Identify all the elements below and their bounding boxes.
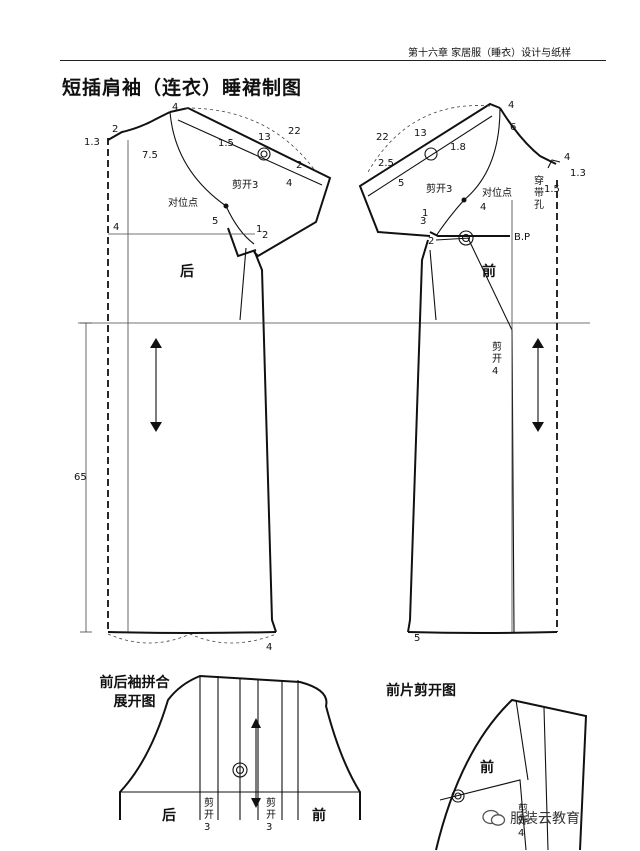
dim-2-front: 2 (428, 236, 434, 247)
sleeve-front-label: 前 (312, 807, 326, 824)
sleeve-grain-arrows (251, 718, 261, 808)
dim-4c: 4 (113, 222, 119, 233)
back-grain-arrows (150, 338, 162, 432)
back-hem (107, 631, 277, 634)
dim-3: 3 (420, 216, 426, 227)
bp-label: B.P (514, 232, 530, 243)
back-hem-scallop (107, 633, 277, 644)
watermark-text: 服装云教育 (510, 811, 580, 827)
sleeve-expansion-title: 前后袖拼合 展开图 (67, 674, 202, 712)
dim-2c: 2 (262, 230, 268, 241)
header-rule (60, 60, 606, 61)
front-slash-bp (451, 789, 465, 803)
dim-1: 1 (256, 224, 262, 235)
dim-13-front: 13 (414, 128, 427, 139)
front-notch-dot (461, 197, 467, 203)
dim-4: 4 (172, 102, 178, 113)
front-dart (429, 231, 510, 237)
front-neckline (499, 107, 557, 165)
front-sleeve-arc (367, 105, 491, 173)
front-slash-outline (435, 698, 588, 851)
dim-4-front-c: 4 (480, 202, 486, 213)
dim-2: 2 (112, 124, 118, 135)
back-notch-dot (223, 203, 229, 209)
dim-1-5-front: 1.5 (544, 184, 560, 195)
page-title: 短插肩袖（连衣）睡裙制图 (62, 77, 303, 99)
chapter-header: 第十六章 家居服（睡衣）设计与纸样 (408, 48, 572, 59)
dim-5-front: 5 (398, 178, 404, 189)
dim-4b: 4 (286, 178, 292, 189)
front-sleeve-outline (358, 102, 501, 237)
dim-4-front-b: 4 (564, 152, 570, 163)
front-hem-dim: 5 (414, 633, 420, 644)
belt-hole-label: 穿带孔 (534, 174, 544, 211)
watermark: 服装云教育 (482, 808, 580, 828)
back-side-seam (253, 249, 277, 633)
front-dart-line (435, 237, 471, 241)
dim-2-5: 2.5 (378, 158, 394, 169)
front-slash-line-2 (515, 699, 529, 781)
dim-22: 22 (288, 126, 301, 137)
dim-1-5: 1.5 (218, 138, 234, 149)
front-slash-dart (439, 779, 527, 851)
sleeve-back-label: 后 (162, 807, 176, 824)
dim-7-5: 7.5 (142, 150, 158, 161)
front-side-guide (429, 249, 437, 321)
front-armhole (435, 107, 501, 237)
front-sleeve-inner (367, 115, 493, 197)
sleeve-button-mark-inner (235, 765, 245, 775)
dim-1-3: 1.3 (84, 137, 100, 148)
back-notch-label: 对位点 (168, 196, 198, 209)
front-slash-line (467, 237, 515, 633)
front-side-seam (407, 239, 429, 633)
dim-6: 6 (510, 122, 516, 133)
front-slash-front-label: 前 (480, 759, 494, 776)
back-hem-dim: 4 (266, 642, 272, 653)
back-button-mark (257, 147, 271, 161)
sleeve-expansion-title-line2: 展开图 (113, 694, 156, 710)
sleeve-button-mark (232, 762, 248, 778)
wechat-icon (482, 809, 506, 826)
back-cut3-label: 剪开3 (232, 178, 258, 191)
dim-1-3-front: 1.3 (570, 168, 586, 179)
dim-2b: 2 (296, 160, 302, 171)
length-dim-label: 65 (74, 472, 87, 483)
back-label: 后 (180, 263, 194, 280)
front-bp-circle (458, 230, 474, 246)
back-sleeve-inner (177, 119, 323, 186)
dim-1-8: 1.8 (450, 142, 466, 153)
dim-13: 13 (258, 132, 271, 143)
dim-4-front: 4 (508, 100, 514, 111)
front-bp-circle-inner (461, 233, 471, 243)
back-button-mark-inner (260, 150, 268, 158)
belt-hole-mark (547, 159, 561, 169)
front-grain-arrows (532, 338, 544, 432)
dim-1-front: 1 (422, 208, 428, 219)
back-sleeve-outline (169, 106, 332, 258)
dim-5: 5 (212, 216, 218, 227)
front-cut3-label: 剪开3 (426, 182, 452, 195)
back-piece: 后 对位点 剪开3 1.3 2 7.5 4 1.5 13 22 2 4 4 5 … (84, 102, 332, 644)
sleeve-expansion-title-line1: 前后袖拼合 (99, 675, 170, 691)
front-piece: 前 对位点 剪开3 B.P 22 13 2.5 1.8 5 4 6 4 1.3 … (358, 100, 586, 634)
back-side-guide (239, 247, 247, 321)
front-slash-title: 前片剪开图 (386, 683, 456, 699)
front-label: 前 (482, 263, 496, 280)
front-notch-label: 对位点 (482, 186, 512, 199)
back-sleeve-underarm (227, 227, 257, 258)
front-slash-line-3 (543, 707, 549, 851)
front-hem (407, 631, 558, 634)
back-sleeve-arc (185, 107, 317, 173)
front-button-mark (424, 147, 438, 161)
dim-22-front: 22 (376, 132, 389, 143)
front-slash-bp-inner (454, 792, 462, 800)
back-neckline (107, 111, 171, 141)
